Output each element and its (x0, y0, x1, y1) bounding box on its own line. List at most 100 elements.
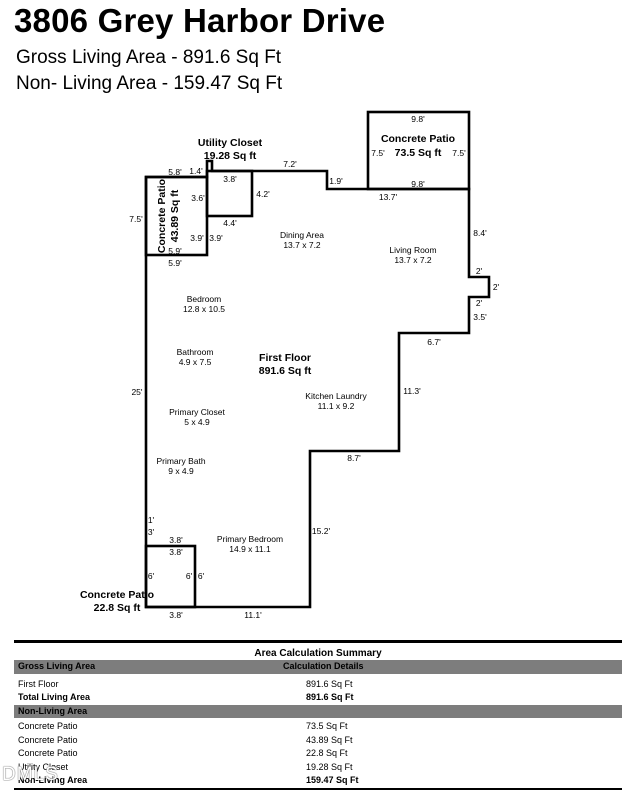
dim-label: 3.8' (169, 610, 183, 620)
dim-label: 7.2' (283, 159, 297, 169)
dim-label: 9.8' (411, 179, 425, 189)
dim-label: 11.3' (403, 386, 421, 396)
dim-label: 11.1' (244, 610, 262, 620)
dim-label: 3.5' (473, 312, 487, 322)
dim-label: 13.7' (379, 192, 398, 202)
dim-label: 5.9' (168, 258, 182, 268)
row-value: 73.5 Sq Ft (306, 721, 348, 731)
dim-label: 15.2' (312, 526, 331, 536)
area-calculation-summary: Area Calculation Summary Gross Living Ar… (14, 640, 622, 790)
room-primary-bedroom-dims: 14.9 x 11.1 (229, 544, 271, 554)
property-address: 3806 Grey Harbor Drive (14, 2, 386, 39)
dim-label: 3' (148, 527, 155, 537)
table-row: Concrete Patio 22.8 Sq Ft (14, 747, 622, 761)
room-bedroom-name: Bedroom (187, 294, 222, 304)
gross-living-area-line: Gross Living Area - 891.6 Sq Ft (16, 47, 282, 68)
non-living-area-line: Non- Living Area - 159.47 Sq Ft (16, 73, 283, 94)
summary-title: Area Calculation Summary (254, 648, 382, 659)
table-row: Utility Closet 19.28 Sq Ft (14, 761, 622, 775)
main-floor-outline (144, 159, 491, 609)
room-primary-bath-name: Primary Bath (156, 456, 205, 466)
room-primary-closet-dims: 5 x 4.9 (184, 417, 210, 427)
row-value: 159.47 Sq Ft (306, 775, 359, 785)
patio-top-area: 73.5 Sq ft (395, 147, 442, 159)
summary-header-row: Gross Living Area Calculation Details (14, 660, 622, 674)
row-value: 43.89 Sq Ft (306, 734, 353, 745)
first-floor-area: 891.6 Sq ft (259, 365, 312, 377)
room-kitchen-dims: 11.1 x 9.2 (318, 401, 355, 411)
dim-label: 1' (148, 515, 155, 525)
row-label: Concrete Patio (18, 734, 78, 745)
row-label: Total Living Area (18, 692, 91, 702)
dim-label: 1.9' (329, 176, 343, 186)
row-label: Non-Living Area (18, 775, 88, 785)
room-bathroom-name: Bathroom (177, 347, 214, 357)
table-row: Concrete Patio 73.5 Sq Ft (14, 720, 622, 734)
dim-label: 4.2' (256, 189, 270, 199)
table-row: Concrete Patio 43.89 Sq Ft (14, 734, 622, 748)
gla-header: Gross Living Area (18, 661, 96, 671)
dim-label: 2' (476, 298, 483, 308)
room-primary-bedroom-name: Primary Bedroom (217, 534, 283, 544)
patio-bottom-outline (144, 544, 197, 609)
dimension-labels: 5.8' 1.4' 3.8' 7.2' 1.9' 4.2' 3.6' 4.4' … (129, 114, 499, 620)
room-dining-name: Dining Area (280, 230, 324, 240)
nla-header-row: Non-Living Area (14, 704, 622, 718)
dim-label: 6' (186, 571, 193, 581)
dim-label: 2' (476, 266, 483, 276)
room-primary-closet-name: Primary Closet (169, 407, 225, 417)
dim-label: 3.8' (169, 547, 183, 557)
dim-label: 1.4' (189, 166, 203, 176)
room-living-dims: 13.7 x 7.2 (394, 255, 432, 265)
dim-label: 3.6' (191, 193, 205, 203)
room-dining-dims: 13.7 x 7.2 (283, 240, 321, 250)
floor-plan: Utility Closet 19.28 Sq ft Concrete Pati… (80, 110, 500, 620)
dim-label: 8.4' (473, 228, 487, 238)
utility-closet-name: Utility Closet (198, 137, 263, 149)
dim-label: 5.8' (168, 167, 182, 177)
dim-label: 6.7' (427, 337, 441, 347)
mls-watermark: DMLS (2, 764, 59, 785)
row-label: Utility Closet (18, 761, 69, 772)
dim-label: 6' (198, 571, 205, 581)
patio-bottom-area: 22.8 Sq ft (94, 602, 141, 614)
dim-label: 5.9' (168, 246, 182, 256)
dim-label: 7.5' (129, 214, 143, 224)
utility-closet-outline (205, 169, 254, 218)
row-value: 22.8 Sq Ft (306, 748, 348, 758)
first-floor-name: First Floor (259, 352, 311, 364)
table-row: First Floor 891.6 Sq Ft (14, 678, 622, 692)
table-row: Total Living Area 891.6 Sq Ft (14, 691, 622, 705)
row-label: First Floor (18, 678, 59, 689)
room-primary-bath-dims: 9 x 4.9 (168, 466, 194, 476)
patio-left-name: Concrete Patio (156, 179, 168, 253)
row-label: Concrete Patio (18, 721, 78, 731)
room-bedroom-dims: 12.8 x 10.5 (183, 304, 225, 314)
dim-label: 25' (131, 387, 142, 397)
dim-label: 9.8' (411, 114, 425, 124)
patio-left-area: 43.89 Sq ft (169, 189, 181, 242)
table-row: Non-Living Area 159.47 Sq Ft (14, 774, 622, 788)
patio-bottom-name: Concrete Patio (80, 589, 154, 601)
utility-closet-area: 19.28 Sq ft (204, 150, 257, 162)
room-kitchen-name: Kitchen Laundry (305, 391, 367, 401)
dim-label: 3.9' (209, 233, 223, 243)
dim-label: 4.4' (223, 218, 237, 228)
dim-label: 8.7' (347, 453, 361, 463)
dim-label: 3.9' (190, 233, 204, 243)
dim-label: 3.8' (223, 174, 237, 184)
room-bathroom-dims: 4.9 x 7.5 (179, 357, 212, 367)
dim-label: 6' (148, 571, 155, 581)
room-living-name: Living Room (389, 245, 436, 255)
patio-top-name: Concrete Patio (381, 133, 455, 145)
dim-label: 3.8' (169, 535, 183, 545)
row-value: 891.6 Sq Ft (306, 692, 354, 702)
plan-walls (144, 110, 491, 609)
row-label: Concrete Patio (18, 748, 78, 758)
dim-label: 7.5' (371, 148, 385, 158)
row-value: 891.6 Sq Ft (306, 678, 353, 689)
dim-label: 2' (493, 282, 500, 292)
calc-details-header: Calculation Details (283, 661, 364, 671)
row-value: 19.28 Sq Ft (306, 761, 353, 772)
dim-label: 7.5' (452, 148, 466, 158)
